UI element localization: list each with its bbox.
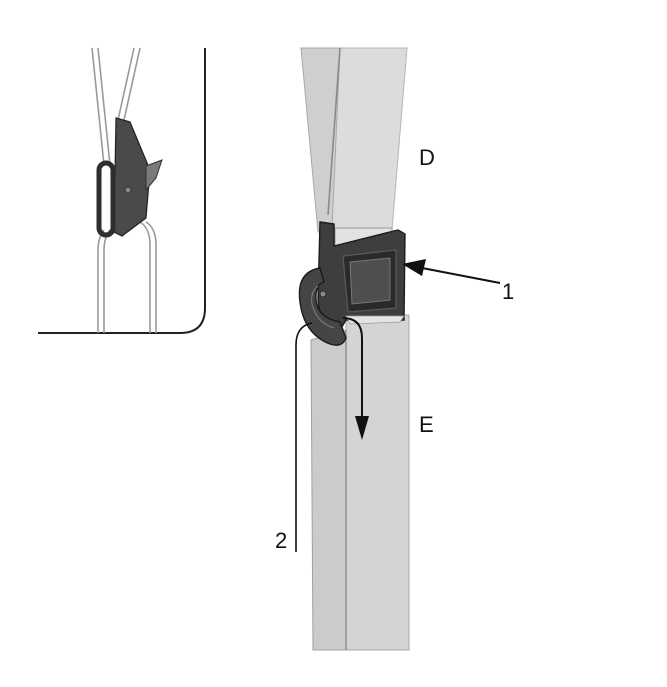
strap-upper-edge	[327, 47, 341, 216]
buckle	[298, 221, 406, 346]
inset-buckle-lever	[145, 159, 163, 192]
inset-rivet	[124, 186, 132, 194]
inset-frame	[38, 48, 206, 334]
inset-buckle-body	[113, 117, 151, 237]
buckle-lower-lip	[345, 315, 405, 325]
strap-lower-back	[345, 314, 410, 651]
inset-strap-lower	[97, 221, 157, 333]
strap-lower	[310, 314, 410, 651]
callout-1-label: 1	[502, 279, 515, 304]
callout-2-label: 2	[275, 528, 288, 553]
inset-strap-upper	[91, 47, 141, 166]
callout-1-arrow	[402, 259, 501, 284]
inset-d-ring	[96, 160, 116, 238]
label-e: E	[419, 412, 434, 437]
strap-upper-back	[329, 47, 408, 241]
buckle-d-ring	[298, 267, 347, 346]
buckle-rivet	[319, 290, 327, 298]
buckle-d-ring-inner	[311, 285, 335, 329]
callout-2-leader	[295, 322, 313, 552]
inset-detail	[38, 47, 206, 334]
strap-upper	[300, 47, 408, 241]
pull-direction-arrow	[342, 317, 369, 440]
label-d: D	[419, 145, 435, 170]
buckle-plate	[349, 257, 391, 305]
strap-lower-front	[310, 329, 347, 651]
